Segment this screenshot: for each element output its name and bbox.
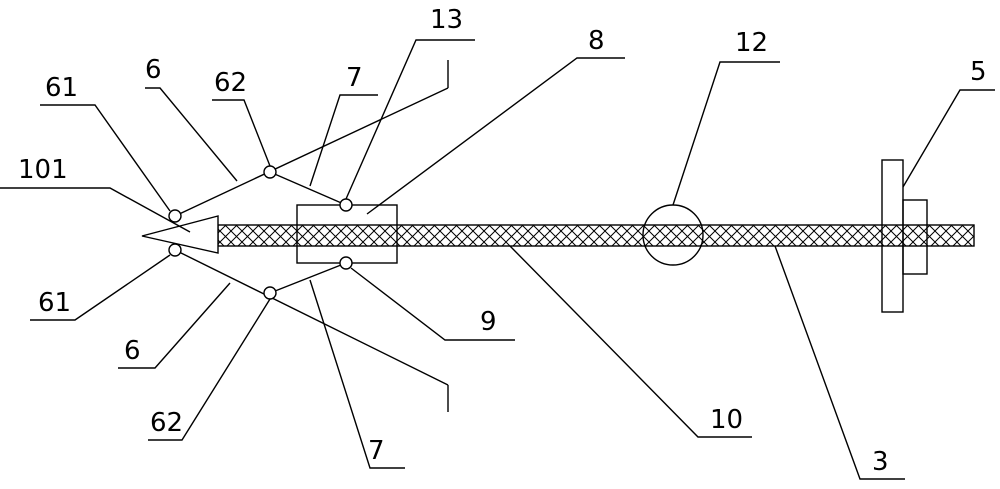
- label-9: 9: [480, 307, 497, 337]
- upper-arm-6: [175, 88, 448, 216]
- label-101: 101: [18, 155, 68, 185]
- label-62-bot: 62: [150, 408, 183, 438]
- pin-13-upper: [340, 199, 352, 211]
- leader-5: [903, 90, 995, 187]
- threaded-rod: [218, 225, 974, 246]
- label-10: 10: [710, 405, 743, 435]
- label-61-bot: 61: [38, 288, 71, 318]
- label-13: 13: [430, 5, 463, 35]
- pin-61-lower: [169, 244, 181, 256]
- leader-101: [0, 188, 190, 232]
- leader-7-top: [310, 95, 378, 186]
- pin-62-upper: [264, 166, 276, 178]
- leader-3: [775, 246, 905, 479]
- leader-7-bot: [310, 280, 405, 468]
- label-62-top: 62: [214, 68, 247, 98]
- label-7-top: 7: [346, 63, 363, 93]
- label-6-top: 6: [145, 55, 162, 85]
- lower-arm-6: [175, 250, 448, 385]
- leader-8: [367, 58, 625, 214]
- pin-62-lower: [264, 287, 276, 299]
- label-61-top: 61: [45, 73, 78, 103]
- label-8: 8: [588, 26, 605, 56]
- leader-62-top: [212, 100, 270, 166]
- label-3: 3: [872, 447, 889, 477]
- leader-12: [673, 62, 780, 205]
- label-6-bot: 6: [124, 336, 141, 366]
- lower-link-7: [270, 263, 346, 293]
- leader-6-top: [145, 88, 237, 181]
- upper-link-7: [270, 172, 346, 205]
- pin-61-upper: [169, 210, 181, 222]
- leader-13: [346, 40, 475, 199]
- label-12: 12: [735, 28, 768, 58]
- label-7-bot: 7: [368, 436, 385, 466]
- pin-9-lower: [340, 257, 352, 269]
- label-5: 5: [970, 57, 987, 87]
